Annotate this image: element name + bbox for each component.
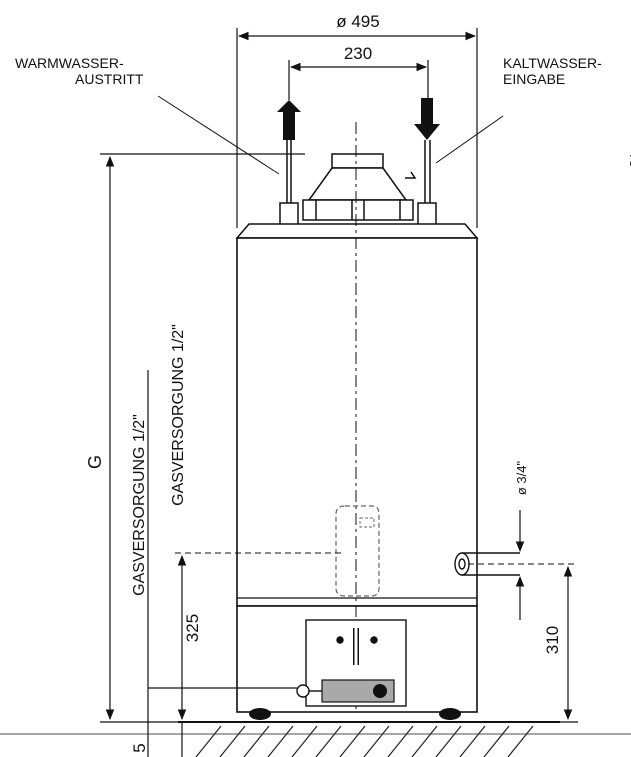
edge-text: 78 — [627, 153, 631, 167]
hot-water-label-line1: WARMWASSER- — [15, 55, 124, 71]
drain-diameter-label: ø 3/4" — [514, 461, 529, 496]
water-pipes — [279, 140, 437, 226]
height-g-label: G — [85, 455, 105, 469]
heater-body — [236, 237, 478, 607]
top-cap — [235, 223, 479, 239]
pipe-spacing-dimension — [288, 60, 429, 100]
hot-water-arrow-up-icon — [277, 100, 301, 140]
foot-left — [249, 708, 271, 720]
drain-height-label: 310 — [543, 626, 562, 654]
cold-water-arrow-down-icon — [414, 98, 440, 140]
hot-water-label-line2: AUSTRITT — [75, 71, 144, 87]
hidden-burner-detail — [359, 517, 375, 528]
cold-water-label-line1: KALTWASSER- — [503, 55, 602, 71]
valve-knob-icon — [373, 684, 387, 698]
outer-diameter-label: ø 495 — [336, 12, 379, 31]
hidden-burner-outline — [335, 505, 380, 597]
height-g-dimension — [100, 153, 305, 723]
gas-inlet-fitting-icon — [296, 684, 310, 698]
cold-water-label-line2: EINGABE — [503, 71, 565, 87]
foot-right — [439, 708, 461, 720]
gas-supply-outer-label: GASVERSORGUNG 1/2" — [131, 414, 148, 596]
bottom-partial-label: 5 — [130, 743, 149, 752]
cold-water-leader — [435, 115, 504, 164]
gas-supply-inner-label: GASVERSORGUNG 1/2" — [170, 324, 187, 506]
pipe-spacing-label: 230 — [344, 44, 372, 63]
hot-water-leader — [157, 95, 280, 175]
floor-hatching — [195, 725, 534, 757]
gas-height-label: 325 — [183, 614, 202, 642]
outer-diameter-dimension — [236, 28, 478, 228]
flue-hood — [302, 153, 414, 221]
